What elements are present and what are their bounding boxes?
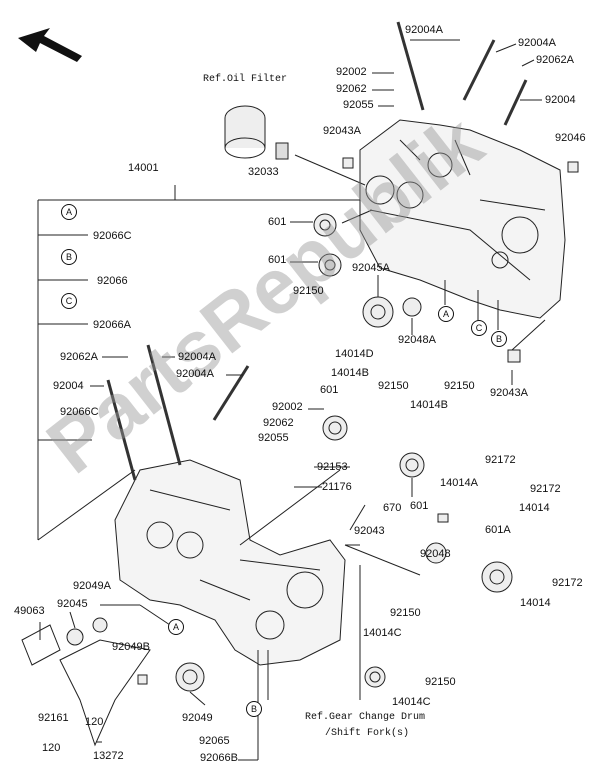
part-number-label: 92150 — [444, 380, 475, 392]
part-number-label: 14001 — [128, 162, 159, 174]
legend-part-label: 92066C — [93, 230, 132, 242]
part-number-label: 92150 — [390, 607, 421, 619]
part-number-label: 92048 — [420, 548, 451, 560]
part-number-label: 92043A — [490, 387, 528, 399]
part-number-label: 92172 — [485, 454, 516, 466]
part-number-label: 92004A — [405, 24, 443, 36]
part-number-label: 92062 — [263, 417, 294, 429]
part-number-label: 601 — [410, 500, 429, 512]
part-number-label: 601 — [268, 216, 287, 228]
studs — [106, 21, 528, 481]
part-number-label: 14014C — [363, 627, 402, 639]
marker-b: B — [491, 331, 507, 347]
part-number-label: 92172 — [530, 483, 561, 495]
upper-crankcase-half — [359, 119, 566, 319]
part-number-label: 92055 — [258, 432, 289, 444]
part-number-label: 601A — [485, 524, 511, 536]
ref-gear-change-label: Ref.Gear Change Drum — [305, 712, 426, 723]
marker-a: A — [438, 306, 454, 322]
legend-marker-a: A — [61, 204, 77, 220]
part-number-label: 21176 — [322, 481, 352, 493]
part-number-label: 92150 — [425, 676, 456, 688]
part-number-label: 92066B — [200, 752, 238, 764]
part-number-label: 92150 — [378, 380, 409, 392]
part-number-label: 120 — [85, 716, 104, 728]
legend-part-label: 92066A — [93, 319, 131, 331]
part-number-label: 92049 — [182, 712, 213, 724]
part-number-label: 92002 — [272, 401, 303, 413]
cover-13272 — [59, 639, 151, 747]
part-number-label: 92150 — [293, 285, 324, 297]
part-number-label: 14014D — [335, 348, 374, 360]
lower-crankcase-half — [114, 459, 346, 666]
part-number-label: 92046 — [555, 132, 586, 144]
part-number-label: 92043 — [354, 525, 385, 537]
part-number-label: 92004A — [518, 37, 556, 49]
ref-shift-fork-label: /Shift Fork(s) — [325, 728, 410, 739]
marker-a: A — [168, 619, 184, 635]
part-number-label: 92062 — [336, 83, 367, 95]
part-number-label: 14014 — [520, 597, 551, 609]
part-number-label: 92045 — [57, 598, 88, 610]
part-number-label: 14014C — [392, 696, 431, 708]
marker-c: C — [471, 320, 487, 336]
part-number-label: 14014B — [331, 367, 369, 379]
part-number-label: 49063 — [14, 605, 45, 617]
part-number-label: 670 — [383, 502, 402, 514]
part-number-label: 92004 — [545, 94, 576, 106]
part-number-label: 92062A — [536, 54, 574, 66]
marker-b: B — [246, 701, 262, 717]
part-number-label: 32033 — [248, 166, 279, 178]
part-number-label: 14014A — [440, 477, 478, 489]
part-number-label: 601 — [320, 384, 339, 396]
part-number-label: 92002 — [336, 66, 367, 78]
part-number-label: 92004A — [178, 351, 216, 363]
ref-oil-filter-label: Ref.Oil Filter — [203, 74, 288, 85]
direction-arrow-icon — [18, 28, 82, 62]
part-number-label: 14014 — [519, 502, 550, 514]
part-number-label: 92055 — [343, 99, 374, 111]
part-number-label: 92004A — [176, 368, 214, 380]
oil-filter — [224, 105, 289, 160]
part-number-label: 92043A — [323, 125, 361, 137]
part-number-label: 92049A — [73, 580, 111, 592]
part-number-label: 92172 — [552, 577, 583, 589]
legend-marker-c: C — [61, 293, 77, 309]
part-number-label: 92045A — [352, 262, 390, 274]
part-number-label: 601 — [268, 254, 287, 266]
part-number-label: 92049B — [112, 641, 150, 653]
part-number-label: 92153 — [317, 461, 348, 473]
part-number-label: 14014B — [410, 399, 448, 411]
oil-seal-49063 — [21, 624, 61, 666]
part-number-label: 92065 — [199, 735, 230, 747]
part-number-label: 13272 — [93, 750, 124, 762]
part-number-label: 92048A — [398, 334, 436, 346]
bearings — [66, 157, 579, 692]
part-number-label: 120 — [42, 742, 61, 754]
leader-lines — [37, 39, 546, 761]
part-number-label: 92066C — [60, 406, 99, 418]
legend-part-label: 92066 — [97, 275, 128, 287]
part-number-label: 92062A — [60, 351, 98, 363]
part-number-label: 92161 — [38, 712, 69, 724]
legend-marker-b: B — [61, 249, 77, 265]
part-number-label: 92004 — [53, 380, 84, 392]
